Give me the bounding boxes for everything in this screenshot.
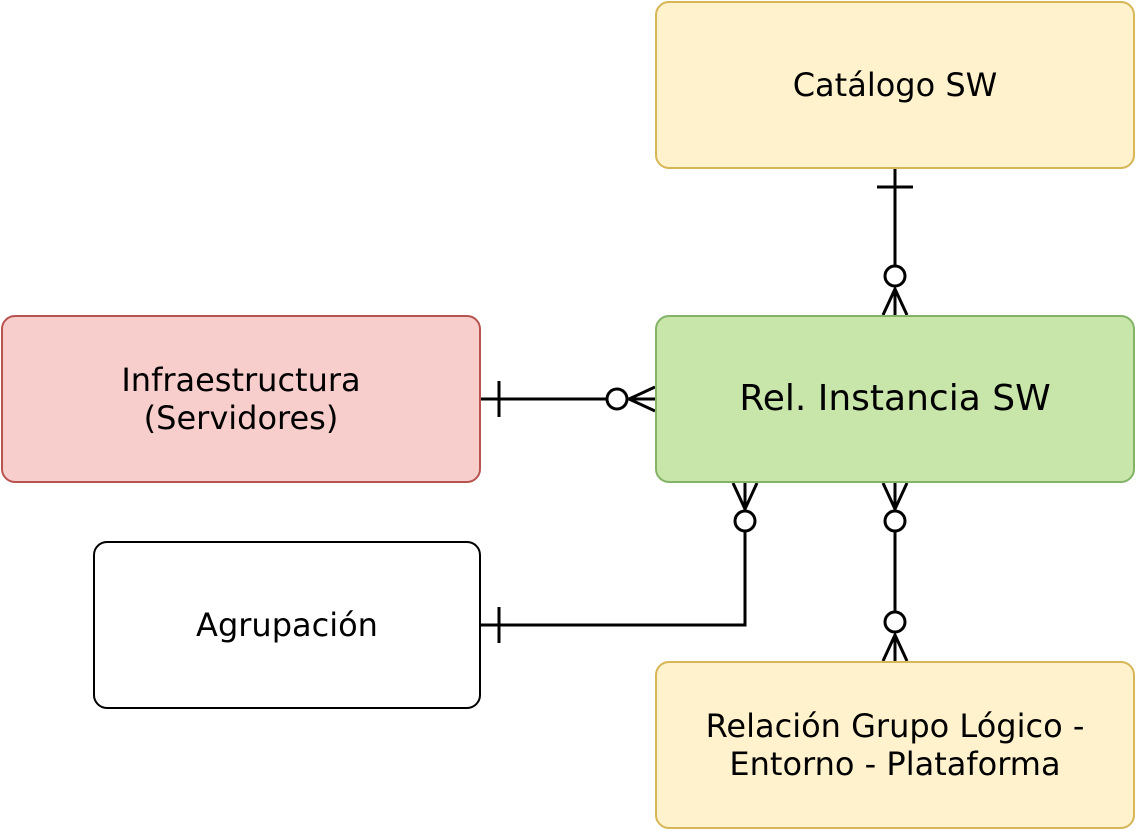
- entity-infraestructura[interactable]: Infraestructura (Servidores): [1, 315, 481, 483]
- entity-catalogo-sw[interactable]: Catálogo SW: [655, 1, 1135, 169]
- entity-label-relacion-grupo-logico: Relación Grupo Lógico - Entorno - Plataf…: [705, 707, 1085, 783]
- zero-mark-instancia-bottom-left: [733, 509, 757, 533]
- edge-agrupacion-instancia: [481, 482, 759, 643]
- zero-mark-instancia-top: [883, 264, 907, 288]
- zero-mark-relacion: [883, 610, 907, 634]
- entity-label-agrupacion: Agrupación: [196, 606, 378, 644]
- entity-label-catalogo-sw: Catálogo SW: [792, 66, 998, 104]
- entity-rel-instancia-sw[interactable]: Rel. Instancia SW: [655, 315, 1135, 483]
- edge-catalogo-instancia: [877, 169, 913, 316]
- entity-agrupacion[interactable]: Agrupación: [93, 541, 481, 709]
- edge-infra-instancia: [481, 381, 656, 417]
- zero-mark-instancia-left: [605, 387, 629, 411]
- entity-relacion-grupo-logico[interactable]: Relación Grupo Lógico - Entorno - Plataf…: [655, 661, 1135, 829]
- entity-label-rel-instancia-sw: Rel. Instancia SW: [739, 378, 1051, 419]
- zero-mark-instancia-bottom: [883, 509, 907, 533]
- edge-agrupacion-instancia-line: [481, 531, 747, 627]
- entity-label-infraestructura: Infraestructura (Servidores): [121, 361, 361, 437]
- edge-instancia-relacion: [881, 482, 909, 662]
